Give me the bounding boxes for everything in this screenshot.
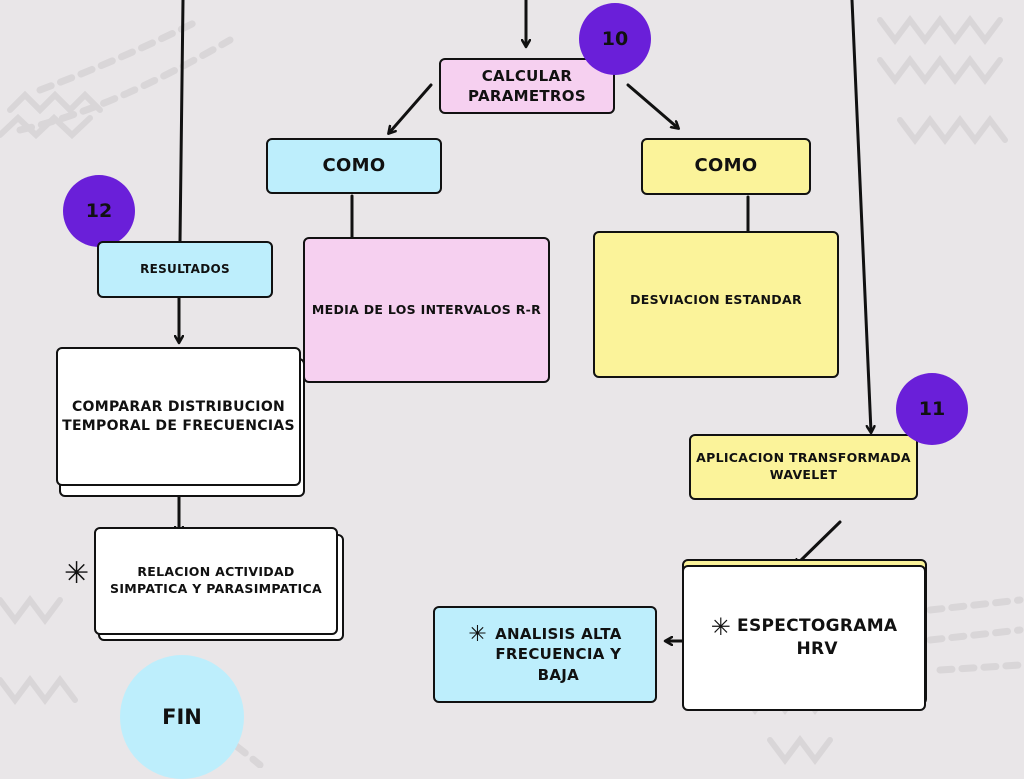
calcular-parametros-label: CALCULAR PARAMETROS <box>468 66 586 105</box>
como-left-label: COMO <box>322 154 386 176</box>
resultados-node: RESULTADOS <box>97 241 273 298</box>
analisis-frecuencia-label: ANALISIS ALTA FRECUENCIA Y BAJA <box>495 625 622 684</box>
desviacion-estandar-node: DESVIACION ESTANDAR <box>593 231 839 378</box>
espectograma-content: ✳ ESPECTOGRAMA HRV <box>711 615 898 661</box>
resultados-label: RESULTADOS <box>140 262 230 277</box>
analisis-frecuencia-node: ✳ ANALISIS ALTA FRECUENCIA Y BAJA <box>433 606 657 703</box>
step-number-11: 11 <box>918 398 946 420</box>
comparar-distribucion-node: COMPARAR DISTRIBUCION TEMPORAL DE FRECUE… <box>56 347 301 486</box>
arrow-top-to-resultados <box>178 0 185 244</box>
arrow-aplicacion-to-espectograma <box>795 520 842 566</box>
relacion-actividad-label: RELACION ACTIVIDAD SIMPATICA Y PARASIMPA… <box>110 564 322 596</box>
calcular-parametros-node: CALCULAR PARAMETROS <box>439 58 615 114</box>
asterisk-icon: ✳ <box>468 622 488 648</box>
step-number-12: 12 <box>85 200 113 222</box>
relacion-actividad-node: RELACION ACTIVIDAD SIMPATICA Y PARASIMPA… <box>94 527 338 635</box>
como-left-node: COMO <box>266 138 442 194</box>
media-intervalos-node: MEDIA DE LOS INTERVALOS R-R <box>303 237 550 383</box>
aplicacion-transformada-node: APLICACION TRANSFORMADA WAVELET <box>689 434 918 500</box>
como-right-node: COMO <box>641 138 811 195</box>
step-badge-12: 12 <box>63 175 135 247</box>
desviacion-estandar-label: DESVIACION ESTANDAR <box>630 292 802 308</box>
asterisk-icon: ✳ <box>64 556 90 591</box>
fin-node: FIN <box>120 655 244 779</box>
step-badge-10: 10 <box>579 3 651 75</box>
analisis-content: ✳ ANALISIS ALTA FRECUENCIA Y BAJA <box>468 624 621 685</box>
aplicacion-transformada-label: APLICACION TRANSFORMADA WAVELET <box>696 450 911 482</box>
espectograma-node: ✳ ESPECTOGRAMA HRV <box>682 565 926 711</box>
fin-label: FIN <box>162 705 202 729</box>
asterisk-icon: ✳ <box>710 613 732 642</box>
espectograma-label: ESPECTOGRAMA HRV <box>737 616 898 659</box>
step-number-10: 10 <box>601 28 629 50</box>
como-right-label: COMO <box>694 155 758 177</box>
media-intervalos-label: MEDIA DE LOS INTERVALOS R-R <box>311 301 542 317</box>
arrow-top-to-aplicacion <box>850 0 871 432</box>
arrow-calcular-to-como-right <box>626 83 678 128</box>
step-badge-11: 11 <box>896 373 968 445</box>
arrow-calcular-to-como-left <box>389 83 433 133</box>
comparar-distribucion-label: COMPARAR DISTRIBUCION TEMPORAL DE FRECUE… <box>62 398 295 434</box>
